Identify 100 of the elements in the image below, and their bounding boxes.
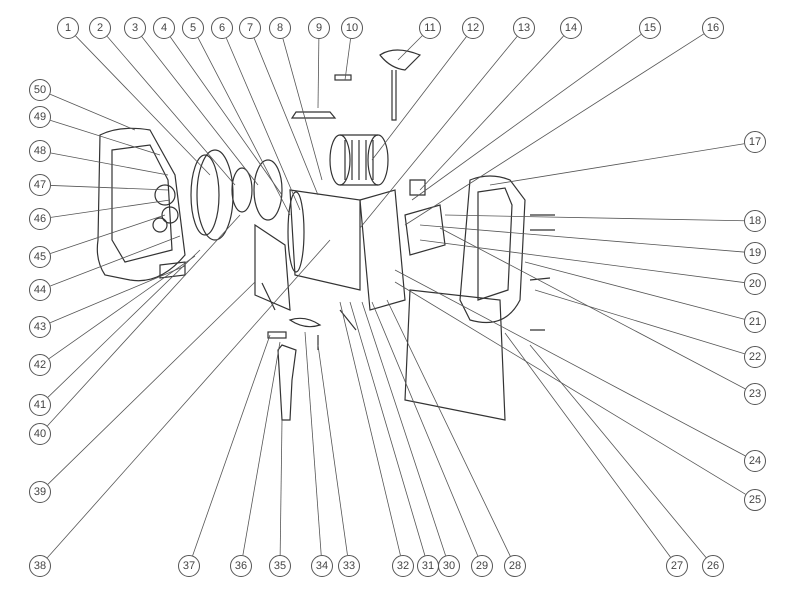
callout-number: 43 <box>29 316 51 338</box>
callout-number: 39 <box>29 481 51 503</box>
leader-line <box>48 256 196 360</box>
leader-line <box>50 214 166 254</box>
callout-number: 36 <box>230 555 252 577</box>
callout-number: 34 <box>311 555 333 577</box>
leader-line <box>50 120 160 156</box>
leader-line <box>318 38 320 108</box>
leader-line <box>254 38 318 196</box>
callout-number: 18 <box>744 210 766 232</box>
leader-line <box>50 185 168 190</box>
callout-number: 27 <box>666 555 688 577</box>
callout-number: 35 <box>269 555 291 577</box>
leader-line <box>48 250 200 398</box>
callout-number: 1 <box>57 17 79 39</box>
leader-line <box>141 36 258 186</box>
leader-line <box>226 38 300 210</box>
leader-line <box>350 302 426 556</box>
callout-number: 19 <box>744 242 766 264</box>
callout-number: 28 <box>504 555 526 577</box>
leader-line <box>394 270 746 456</box>
callout-number: 47 <box>29 174 51 196</box>
callout-number: 20 <box>744 273 766 295</box>
callout-number: 21 <box>744 311 766 333</box>
callout-number: 16 <box>702 17 724 39</box>
leader-line <box>47 214 240 426</box>
leader-line <box>440 228 746 390</box>
callout-number: 22 <box>744 346 766 368</box>
leader-line <box>192 334 270 556</box>
callout-number: 12 <box>462 17 484 39</box>
leader-line <box>372 36 467 160</box>
leader-line <box>412 34 642 200</box>
leader-line <box>530 344 706 558</box>
leader-line <box>50 236 180 286</box>
callout-number: 4 <box>153 17 175 39</box>
leader-line <box>524 262 745 320</box>
leader-line <box>490 143 745 186</box>
leader-line <box>242 342 280 556</box>
callout-number: 26 <box>702 555 724 577</box>
leader-line <box>398 35 423 60</box>
callout-number: 46 <box>29 208 51 230</box>
callout-number: 17 <box>744 131 766 153</box>
leader-line <box>304 332 322 556</box>
callout-number: 24 <box>744 450 766 472</box>
leader-line <box>106 36 236 186</box>
callout-number: 48 <box>29 140 51 162</box>
callout-number: 14 <box>560 17 582 39</box>
callout-number: 11 <box>419 17 441 39</box>
callout-number: 3 <box>124 17 146 39</box>
leader-line <box>362 302 446 556</box>
callout-number: 50 <box>29 79 51 101</box>
callout-number: 8 <box>269 17 291 39</box>
leader-line <box>444 214 744 222</box>
leader-line <box>504 332 671 558</box>
leader-line <box>318 344 348 556</box>
callout-number: 13 <box>513 17 535 39</box>
leader-line <box>394 282 746 495</box>
leader-line <box>372 302 478 556</box>
callout-number: 37 <box>178 555 200 577</box>
callout-number: 7 <box>239 17 261 39</box>
leader-line <box>340 302 401 556</box>
leader-line <box>50 94 136 130</box>
callout-number: 15 <box>639 17 661 39</box>
callout-number: 44 <box>29 279 51 301</box>
leader-line <box>50 200 170 218</box>
callout-number: 5 <box>182 17 204 39</box>
leader-line <box>280 420 282 556</box>
leader-line <box>282 38 322 180</box>
callout-number: 49 <box>29 106 51 128</box>
callout-number: 2 <box>89 17 111 39</box>
callout-number: 6 <box>211 17 233 39</box>
callout-number: 40 <box>29 423 51 445</box>
callout-number: 42 <box>29 354 51 376</box>
leader-line <box>420 224 744 252</box>
leader-line <box>170 36 282 196</box>
callout-number: 29 <box>471 555 493 577</box>
leader-line <box>344 38 351 80</box>
callout-number: 31 <box>417 555 439 577</box>
leader-line <box>198 37 290 216</box>
leader-line <box>420 240 744 283</box>
leader-line <box>404 34 704 226</box>
callout-number: 30 <box>438 555 460 577</box>
callout-number: 32 <box>392 555 414 577</box>
leader-line <box>420 36 564 190</box>
callout-number: 25 <box>744 489 766 511</box>
leader-line <box>534 290 745 354</box>
callout-number: 33 <box>338 555 360 577</box>
callout-number: 9 <box>308 17 330 39</box>
leader-line <box>47 282 256 485</box>
callout-number: 23 <box>744 383 766 405</box>
callout-number: 10 <box>341 17 363 39</box>
leader-line <box>360 36 518 228</box>
leader-line <box>50 266 186 324</box>
callout-number: 41 <box>29 394 51 416</box>
leader-line <box>50 152 168 176</box>
leader-line <box>75 36 210 176</box>
leader-line <box>46 240 330 558</box>
leader-line <box>386 300 511 556</box>
callout-number: 45 <box>29 246 51 268</box>
callout-number: 38 <box>29 555 51 577</box>
